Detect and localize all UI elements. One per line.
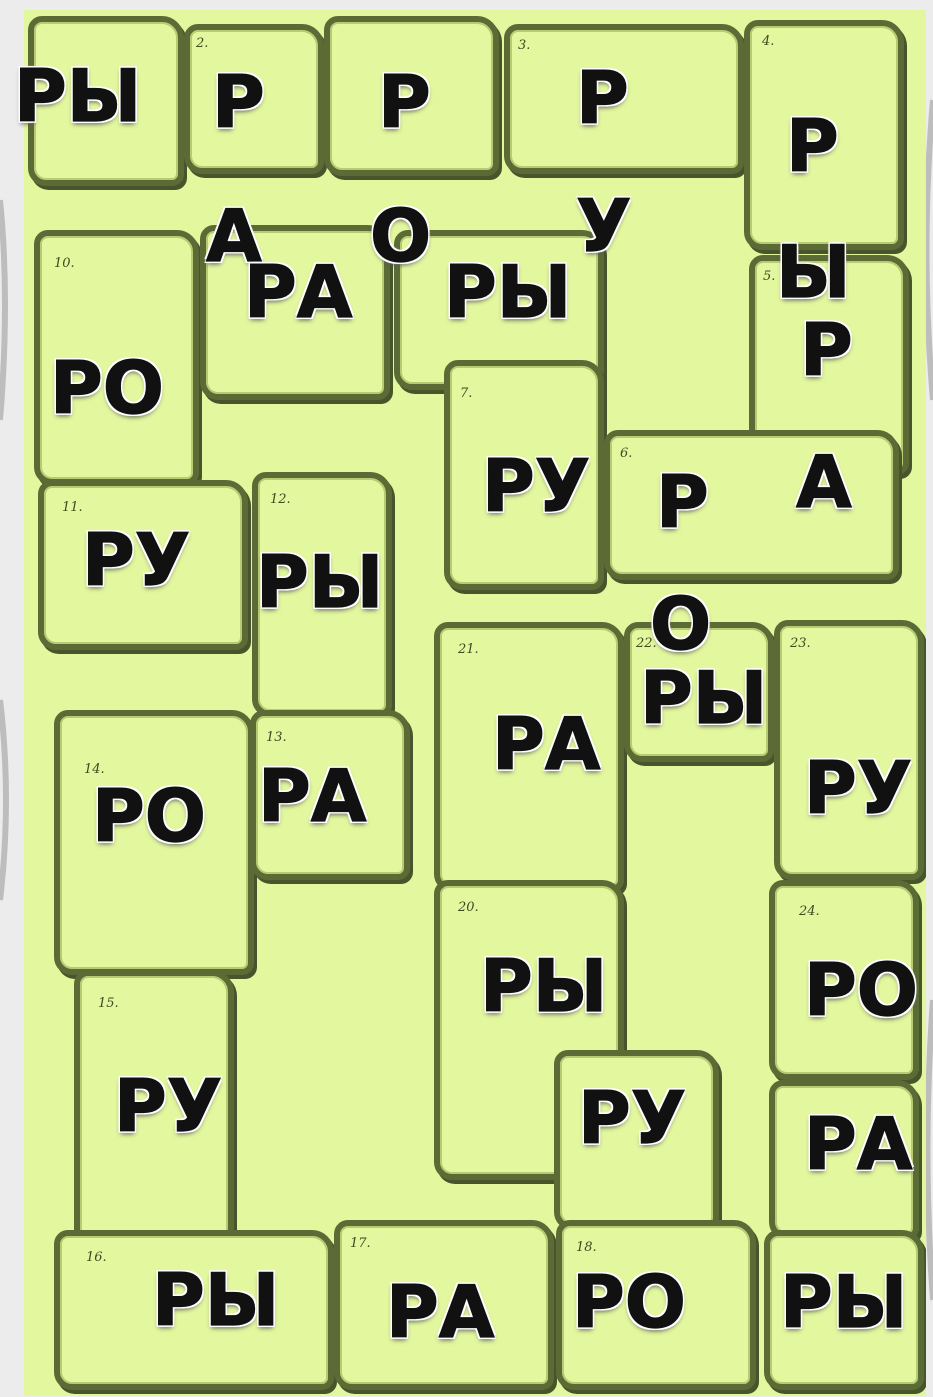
syllable-20: РЫ (640, 662, 767, 734)
syllable-28: РУ (578, 1082, 686, 1154)
syllable-12: РО (50, 352, 164, 424)
stone-number: 2. (196, 36, 208, 51)
stone-number: 12. (270, 492, 291, 507)
stone-number: 17. (350, 1236, 371, 1251)
stone-number: 18. (576, 1240, 597, 1255)
syllable-18: РУ (82, 524, 190, 596)
syllable-9: Ы (776, 236, 851, 308)
syllable-15: РУ (482, 450, 590, 522)
syllable-5: О (370, 200, 431, 272)
stone-number: 16. (86, 1250, 107, 1265)
syllable-26: РО (804, 954, 918, 1026)
stone-wall-board: 2. 3. 4. 10. 5. 7. 6. 11. 12. 21. 22. 23… (24, 10, 926, 1396)
stone-number: 23. (790, 636, 811, 651)
syllable-17: О (650, 588, 711, 660)
stone-number: 24. (799, 904, 820, 919)
syllable-10: РА (244, 256, 353, 328)
syllable-29: РА (804, 1108, 913, 1180)
syllable-6: Р (576, 62, 629, 134)
stone-number: 5. (763, 269, 775, 284)
syllable-33: РЫ (780, 1266, 907, 1338)
stone-number: 21. (458, 642, 479, 657)
syllable-14: А (796, 446, 852, 518)
stone-number: 13. (266, 730, 287, 745)
syllable-32: РО (572, 1266, 686, 1338)
syllable-1: РЫ (14, 60, 141, 132)
stone-number: 11. (62, 500, 83, 515)
stone-number: 7. (460, 386, 472, 401)
stone-number: 6. (620, 446, 632, 461)
syllable-22: РО (92, 780, 206, 852)
stone-number: 15. (98, 996, 119, 1011)
syllable-2: Р (212, 66, 265, 138)
syllable-13: Р (800, 314, 853, 386)
stone-number: 10. (54, 256, 75, 271)
syllable-23: РА (258, 760, 367, 832)
syllable-4: Р (378, 66, 431, 138)
stone-number: 20. (458, 900, 479, 915)
syllable-27: РУ (114, 1070, 222, 1142)
syllable-11: РЫ (444, 256, 571, 328)
syllable-8: Р (786, 110, 839, 182)
syllable-7: У (576, 190, 632, 262)
syllable-16: Р (656, 466, 709, 538)
syllable-30: РЫ (152, 1264, 279, 1336)
stone-number: 4. (762, 34, 774, 49)
stone-number: 3. (518, 38, 530, 53)
syllable-19: РЫ (256, 546, 383, 618)
stone-11: 6. (604, 430, 899, 580)
syllable-25: РЫ (480, 950, 607, 1022)
syllable-24: РУ (804, 752, 912, 824)
syllable-21: РА (492, 708, 601, 780)
syllable-31: РА (386, 1276, 495, 1348)
